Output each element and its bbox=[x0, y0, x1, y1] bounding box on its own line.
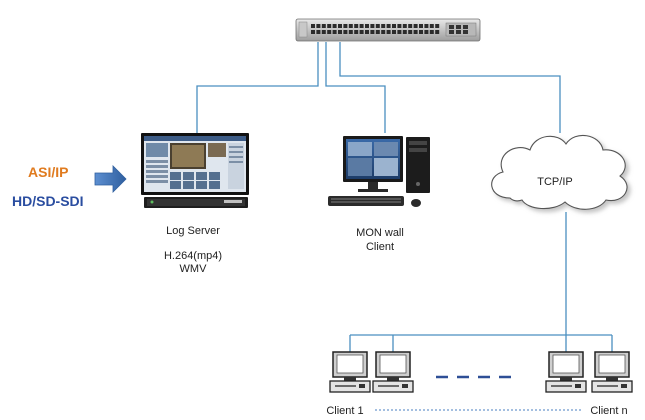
client-computer-icon bbox=[329, 351, 371, 393]
rack-server-icon bbox=[141, 133, 249, 208]
mon-wall-client-label: Client bbox=[365, 241, 395, 253]
input-arrow-icon bbox=[94, 165, 127, 193]
cloud-icon bbox=[491, 134, 628, 210]
log-server-format-wmv: WMV bbox=[179, 263, 207, 275]
client-last-label: Client n bbox=[590, 405, 628, 417]
clients-group bbox=[329, 351, 633, 393]
client-first-label: Client 1 bbox=[326, 405, 364, 417]
connection-lines bbox=[196, 42, 613, 352]
input-label-asi-ip: ASI/IP bbox=[28, 164, 69, 180]
mon-wall-label: MON wall bbox=[356, 227, 404, 239]
log-server-format-h264: H.264(mp4) bbox=[163, 250, 223, 262]
client-computer-icon bbox=[372, 351, 414, 393]
tcp-ip-label: TCP/IP bbox=[537, 176, 573, 188]
input-label-hd-sd-sdi: HD/SD-SDI bbox=[12, 193, 84, 209]
log-server-label: Log Server bbox=[166, 225, 220, 237]
link-switch-cloud bbox=[339, 42, 561, 133]
link-switch-mon-wall bbox=[325, 42, 386, 133]
client-computer-icon bbox=[591, 351, 633, 393]
link-switch-log-server bbox=[196, 42, 319, 133]
client-computer-icon bbox=[545, 351, 587, 393]
desktop-computer-icon bbox=[328, 136, 430, 207]
network-switch-icon bbox=[295, 18, 481, 42]
